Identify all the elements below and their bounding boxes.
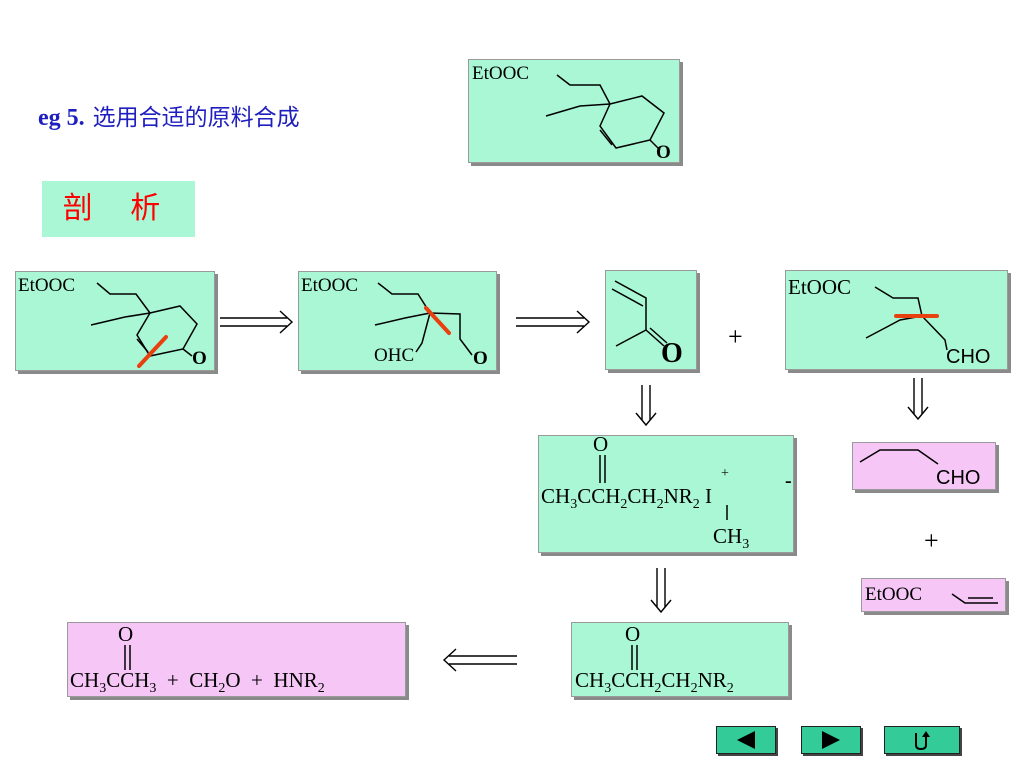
aldehyde-etooc-label: EtOOC xyxy=(788,275,851,299)
retro-arrow-left xyxy=(442,648,517,672)
plus-sign-1: + xyxy=(728,322,743,351)
example-title: eg 5. 选用合适的原料合成 xyxy=(38,98,300,132)
prev-slide-button[interactable] xyxy=(716,726,776,754)
mannich-base-box xyxy=(571,622,789,697)
target-structure xyxy=(545,74,665,151)
next-triangle-icon xyxy=(822,731,840,749)
plus-sign-2: + xyxy=(924,526,939,555)
retro-arrow-2 xyxy=(516,310,591,334)
disconnection-marks xyxy=(137,306,939,368)
step2-structure xyxy=(374,282,473,356)
target-ketone-o-label: O xyxy=(656,142,671,163)
ammonium-methyl: CH3 xyxy=(713,524,750,553)
ammonium-salt-box xyxy=(538,435,794,553)
acrylate-etooc-label: EtOOC xyxy=(865,584,922,605)
retro-arrow-1 xyxy=(220,310,294,334)
butanal-cho-label: CHO xyxy=(936,467,980,489)
carbonyl-bonds xyxy=(124,455,728,670)
return-arrow-icon xyxy=(915,731,930,751)
step1-ketone-o-label: O xyxy=(192,348,207,369)
retro-arrow-down-3 xyxy=(650,568,672,614)
ethyl-acrylate-box xyxy=(861,578,1006,612)
aldehyde-ester-structure xyxy=(865,286,948,351)
starting-materials-box xyxy=(67,622,406,697)
step1-structure xyxy=(90,282,198,357)
methyl-vinyl-ketone-structure xyxy=(611,280,668,347)
target-molecule-box xyxy=(468,59,680,163)
butanal-box xyxy=(852,442,996,490)
step2-etooc-label: EtOOC xyxy=(301,275,358,296)
retro-step1-box xyxy=(15,271,215,371)
return-button[interactable] xyxy=(884,726,960,754)
aldehyde-cho-label: CHO xyxy=(946,346,990,368)
mannich-carbonyl-o: O xyxy=(625,622,641,646)
methyl-vinyl-ketone-box xyxy=(605,270,697,370)
step2-ketone-o-label: O xyxy=(473,348,488,369)
retro-arrow-down-1 xyxy=(635,385,657,427)
ammonium-charge-plus: + xyxy=(721,466,729,481)
prev-triangle-icon xyxy=(737,731,755,749)
aldehyde-ester-box xyxy=(785,270,1008,370)
ammonium-charge-minus: - xyxy=(785,470,792,492)
target-etooc-label: EtOOC xyxy=(472,63,529,84)
step1-etooc-label: EtOOC xyxy=(18,275,75,296)
retro-step2-box xyxy=(298,271,497,371)
ammonium-formula: CH3CCH2CH2NR2 I xyxy=(541,484,712,513)
arrows xyxy=(220,310,929,672)
cut-mark-2 xyxy=(424,306,451,335)
next-slide-button[interactable] xyxy=(801,726,861,754)
cut-mark-1 xyxy=(137,335,168,368)
retro-arrow-down-2 xyxy=(907,378,929,421)
mvk-o-label: O xyxy=(661,338,683,369)
ethyl-acrylate-structure xyxy=(951,593,998,604)
analysis-label: 剖 析 xyxy=(42,181,195,237)
example-text: 选用合适的原料合成 xyxy=(92,105,300,131)
step2-ohc-label: OHC xyxy=(374,345,414,366)
acetone-carbonyl-o: O xyxy=(118,622,134,646)
example-number: eg 5. xyxy=(38,105,85,131)
starting-materials-formula: CH3CCH3 + CH2O + HNR2 xyxy=(70,668,325,697)
mannich-base-formula: CH3CCH2CH2NR2 xyxy=(575,668,734,697)
butanal-structure xyxy=(859,449,939,465)
ammonium-carbonyl-o: O xyxy=(593,432,609,456)
